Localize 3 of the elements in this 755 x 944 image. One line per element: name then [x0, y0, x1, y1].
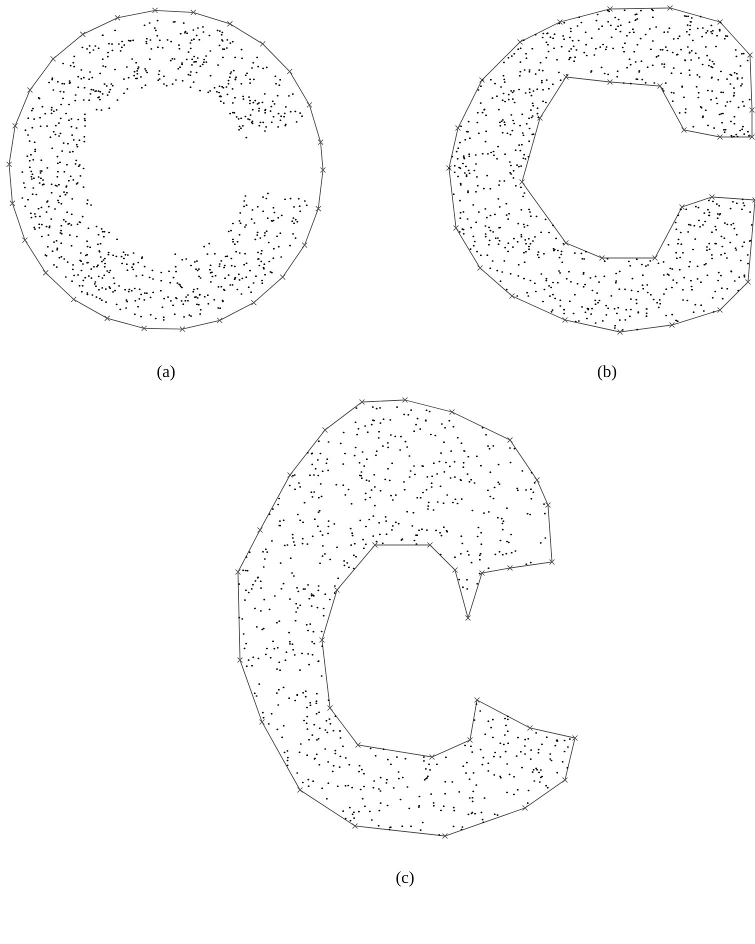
panel-label: (a): [156, 362, 176, 382]
panel-label: (c): [396, 868, 414, 888]
panel-label: (b): [597, 362, 617, 382]
